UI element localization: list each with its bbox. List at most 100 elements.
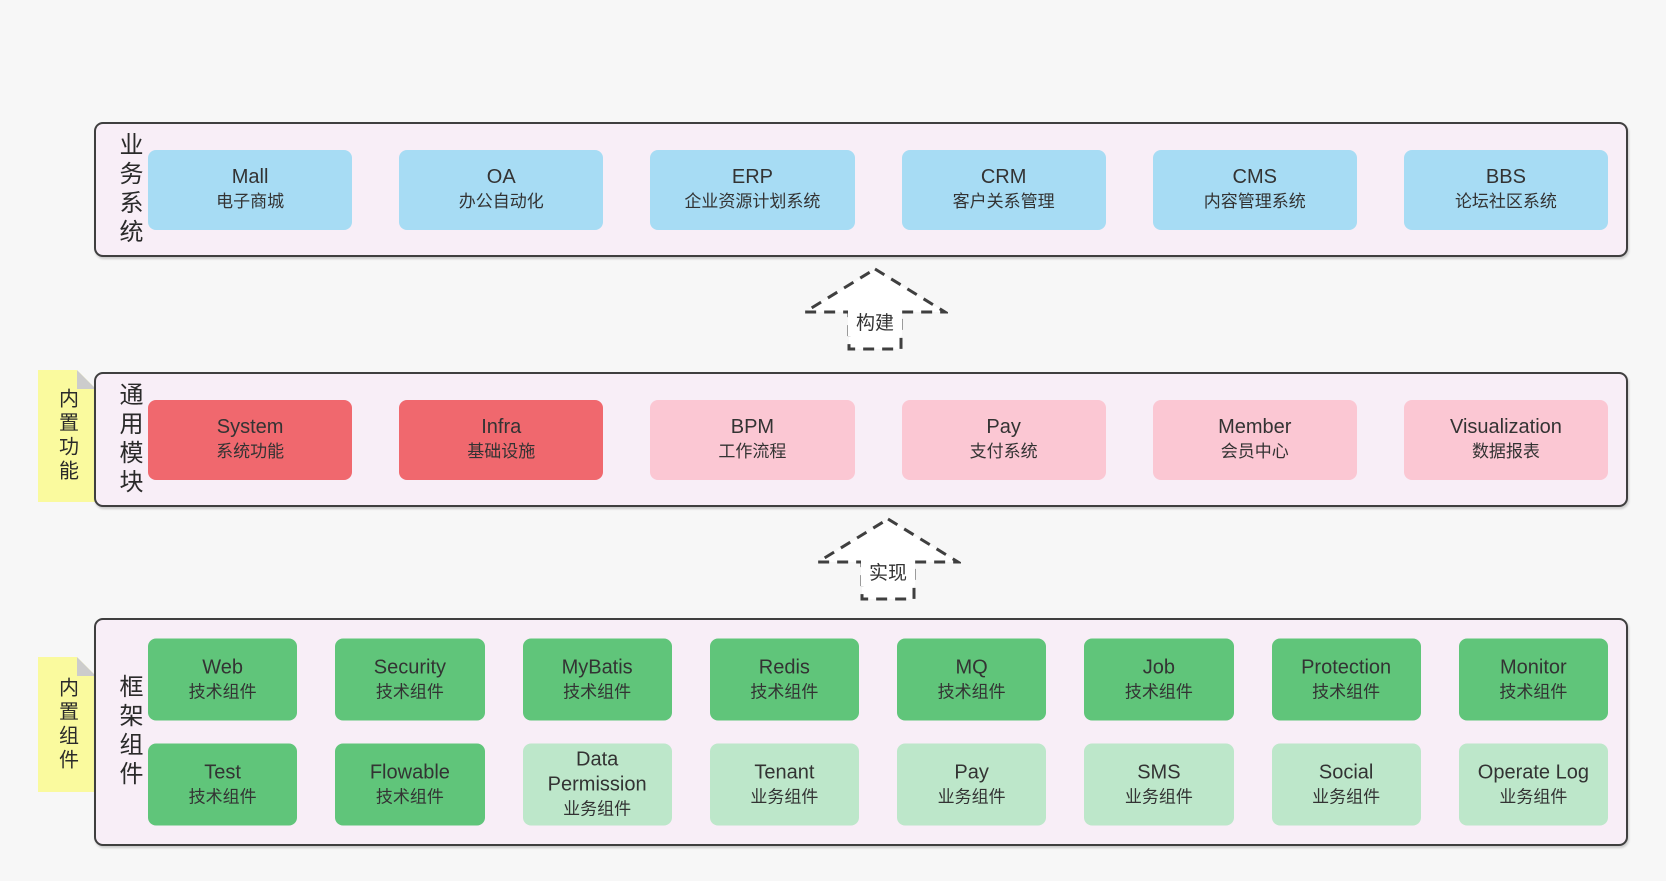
box-desc: 技术组件 [937, 682, 1006, 701]
box-system: System 系统功能 [148, 399, 353, 480]
arrow-implement-label: 实现 [869, 562, 907, 584]
box-desc: 技术组件 [375, 787, 444, 806]
box-name: Protection [1301, 656, 1392, 678]
box-mybatis: MyBatis 技术组件 [522, 638, 672, 721]
box-desc: 办公自动化 [458, 192, 544, 211]
box-desc: 电子商城 [216, 192, 285, 211]
box-name: Operate Log [1477, 761, 1589, 783]
box-data-permission: Data Permission 业务组件 [522, 743, 672, 826]
box-bbs: BBS 论坛社区系统 [1403, 149, 1609, 230]
box-name: Data Permission [547, 748, 647, 796]
box-desc: 数据报表 [1471, 442, 1540, 461]
box-desc: 内容管理系统 [1203, 192, 1306, 211]
box-name: BPM [730, 416, 775, 438]
box-name: Test [204, 761, 241, 783]
box-visualization: Visualization 数据报表 [1403, 399, 1609, 480]
box-name: SMS [1137, 761, 1181, 783]
box-name: MQ [955, 656, 988, 678]
box-desc: 技术组件 [375, 682, 444, 701]
box-desc: 支付系统 [969, 442, 1038, 461]
business-boxes-row: Mall 电子商城 OA 办公自动化 ERP 企业资源计划系统 CRM 客户关系… [148, 149, 1609, 230]
box-desc: 业务组件 [937, 787, 1006, 806]
box-desc: 业务组件 [1124, 787, 1193, 806]
box-name: Job [1142, 656, 1175, 678]
box-name: CRM [980, 166, 1027, 188]
box-flowable: Flowable 技术组件 [335, 743, 485, 826]
box-member: Member 会员中心 [1152, 399, 1357, 480]
box-erp: ERP 企业资源计划系统 [650, 149, 855, 230]
box-desc: 技术组件 [1499, 682, 1568, 701]
section-common-modules-label: 通用模块 [115, 381, 142, 498]
box-mall: Mall 电子商城 [148, 149, 353, 230]
box-desc: 系统功能 [216, 442, 285, 461]
box-desc: 业务组件 [1499, 787, 1568, 806]
box-bpm: BPM 工作流程 [650, 399, 855, 480]
box-web: Web 技术组件 [148, 638, 298, 721]
box-name: CMS [1232, 166, 1277, 188]
box-test: Test 技术组件 [148, 743, 298, 826]
arrow-implement: 实现 [812, 516, 964, 602]
arrow-build: 构建 [799, 266, 951, 352]
box-job: Job 技术组件 [1084, 638, 1234, 721]
box-sms: SMS 业务组件 [1084, 743, 1234, 826]
section-common-modules: 通用模块 System 系统功能 Infra 基础设施 BPM 工作流程 Pay… [94, 372, 1628, 507]
box-name: Security [373, 656, 446, 678]
box-social: Social 业务组件 [1271, 743, 1421, 826]
box-desc: 技术组件 [1312, 682, 1381, 701]
box-desc: 会员中心 [1220, 442, 1289, 461]
box-desc: 技术组件 [188, 787, 257, 806]
box-tenant: Tenant 业务组件 [709, 743, 859, 826]
box-name: Monitor [1500, 656, 1567, 678]
box-desc: 客户关系管理 [952, 192, 1055, 211]
section-framework-components-label: 框架组件 [115, 674, 142, 790]
box-desc: 技术组件 [1124, 682, 1193, 701]
box-name: OA [486, 166, 516, 188]
box-name: Web [202, 656, 243, 678]
sticky-note-builtin-components-label: 内置组件 [55, 676, 78, 773]
box-name: Member [1218, 416, 1292, 438]
box-name: MyBatis [561, 656, 633, 678]
box-pay-component: Pay 业务组件 [897, 743, 1047, 826]
box-name: ERP [731, 166, 773, 188]
box-name: Redis [758, 656, 810, 678]
box-name: Flowable [369, 761, 450, 783]
sticky-note-builtin-features: 内置功能 [38, 370, 96, 502]
modules-boxes-row: System 系统功能 Infra 基础设施 BPM 工作流程 Pay 支付系统… [148, 399, 1609, 480]
box-name: BBS [1485, 166, 1526, 188]
sticky-note-builtin-components: 内置组件 [38, 657, 96, 792]
box-name: Mall [231, 166, 269, 188]
box-operate-log: Operate Log 业务组件 [1458, 743, 1608, 826]
components-row-2: Test 技术组件 Flowable 技术组件 Data Permission … [148, 743, 1608, 826]
arrow-label-bg [861, 558, 915, 586]
section-framework-components: 框架组件 Web 技术组件 Security 技术组件 MyBatis 技术组件… [94, 618, 1628, 846]
box-name: Pay [986, 416, 1021, 438]
arrow-build-label: 构建 [856, 312, 894, 334]
box-desc: 论坛社区系统 [1454, 192, 1557, 211]
box-infra: Infra 基础设施 [399, 399, 604, 480]
box-crm: CRM 客户关系管理 [901, 149, 1106, 230]
box-pay-system: Pay 支付系统 [901, 399, 1106, 480]
box-desc: 基础设施 [467, 442, 536, 461]
box-cms: CMS 内容管理系统 [1152, 149, 1357, 230]
box-name: Social [1318, 761, 1374, 783]
box-mq: MQ 技术组件 [897, 638, 1047, 721]
box-redis: Redis 技术组件 [709, 638, 859, 721]
box-name: Pay [954, 761, 989, 783]
box-desc: 业务组件 [563, 799, 632, 819]
section-business-systems: 业务系统 Mall 电子商城 OA 办公自动化 ERP 企业资源计划系统 CRM… [94, 122, 1628, 257]
box-name: Visualization [1449, 416, 1562, 438]
box-desc: 工作流程 [718, 442, 787, 461]
section-business-systems-label: 业务系统 [115, 131, 142, 248]
components-row-1: Web 技术组件 Security 技术组件 MyBatis 技术组件 Redi… [148, 638, 1608, 721]
box-name: System [216, 416, 284, 438]
sticky-note-builtin-features-label: 内置功能 [55, 388, 78, 484]
box-desc: 业务组件 [750, 787, 819, 806]
arrow-label-bg [848, 308, 902, 336]
box-name: Tenant [754, 761, 815, 783]
box-desc: 技术组件 [563, 682, 632, 701]
box-protection: Protection 技术组件 [1271, 638, 1421, 721]
box-desc: 技术组件 [750, 682, 819, 701]
components-rows: Web 技术组件 Security 技术组件 MyBatis 技术组件 Redi… [148, 638, 1608, 826]
box-desc: 企业资源计划系统 [684, 192, 821, 211]
